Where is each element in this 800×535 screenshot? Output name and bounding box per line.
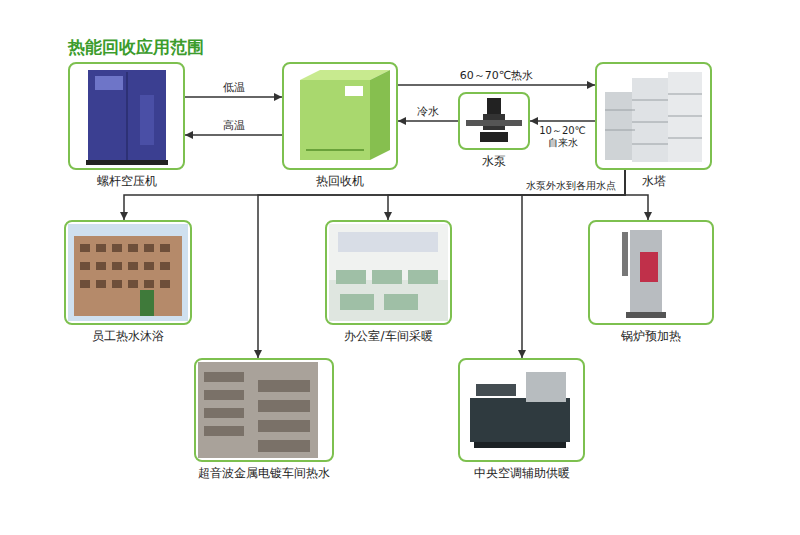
application-box: 超音波金属电镀车间热水 [194, 358, 334, 462]
edge-label: 高温 [221, 119, 247, 132]
diagram-title: 热能回收应用范围 [68, 36, 204, 59]
flow-arrow [530, 120, 595, 122]
office-picture [329, 224, 448, 321]
water-tower-box: 水塔 [595, 62, 712, 170]
plating-workshop-picture [198, 362, 318, 458]
node-caption: 锅炉预加热 [621, 328, 681, 345]
flow-arrow [522, 170, 625, 358]
application-box: 锅炉预加热 [588, 220, 714, 325]
pump-box: 水泵 [458, 92, 530, 150]
boiler-picture [592, 224, 710, 321]
building-picture [68, 224, 188, 321]
pump-picture [462, 96, 526, 146]
flow-arrow [185, 134, 282, 136]
edge-label: 10～20℃ 自来水 [536, 125, 590, 149]
edge-label: 冷水 [415, 105, 441, 118]
note-label: 水泵外水到各用水点 [524, 179, 618, 193]
edge-label: 低温 [221, 81, 247, 94]
heat-recovery-box: 热回收机 [282, 62, 398, 170]
node-caption: 水泵 [482, 153, 506, 170]
compressor-picture [72, 66, 181, 166]
flow-arrow [398, 120, 458, 122]
flow-arrow [398, 84, 595, 86]
application-box: 中央空调辅助供暖 [458, 358, 585, 462]
node-caption: 水塔 [642, 173, 666, 190]
application-box: 员工热水沐浴 [64, 220, 192, 325]
node-caption: 中央空调辅助供暖 [474, 465, 570, 482]
node-caption: 员工热水沐浴 [92, 328, 164, 345]
node-caption: 办公室/车间采暖 [344, 328, 432, 345]
water-tower-picture [599, 66, 708, 166]
flow-arrow [258, 170, 625, 358]
node-caption: 螺杆空压机 [97, 173, 157, 190]
edge-label: 60～70℃热水 [458, 69, 535, 82]
node-caption: 热回收机 [316, 173, 364, 190]
flow-arrow [185, 96, 282, 98]
node-caption: 超音波金属电镀车间热水 [198, 465, 330, 482]
heat-recovery-picture [286, 66, 394, 166]
compressor-box: 螺杆空压机 [68, 62, 185, 170]
chiller-picture [462, 362, 581, 458]
application-box: 办公室/车间采暖 [325, 220, 452, 325]
